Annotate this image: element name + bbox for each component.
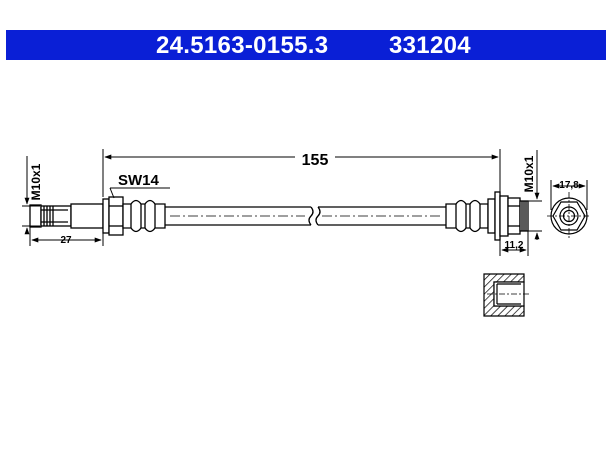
reference-number: 331204 — [389, 32, 471, 59]
port-section-view — [483, 273, 530, 317]
length-dimension — [102, 149, 501, 197]
fitting-length-dimension — [29, 227, 104, 246]
right-fitting — [487, 191, 529, 241]
wrench-size-leader — [109, 187, 170, 199]
left-crimp — [122, 199, 166, 233]
title-bar: 24.5163-0155.3 331204 — [6, 30, 606, 60]
length-label: 155 — [302, 152, 329, 169]
end-diameter-dimension — [550, 180, 588, 210]
end-diameter-label: 17,8 — [559, 180, 579, 191]
right-offset-dimension — [499, 231, 529, 256]
part-number: 24.5163-0155.3 — [156, 32, 329, 59]
left-thread-label: M10x1 — [29, 163, 43, 200]
wrench-size-label: SW14 — [118, 172, 160, 189]
right-thread-label: M10x1 — [522, 155, 536, 192]
end-view — [547, 192, 591, 240]
hose-body — [165, 206, 446, 226]
right-offset-label: 11,2 — [505, 240, 524, 251]
fitting-length-label: 27 — [60, 235, 72, 246]
right-thread-dimension — [524, 150, 542, 240]
right-crimp — [445, 199, 489, 233]
left-fitting — [29, 196, 124, 236]
left-thread-dimension — [22, 156, 40, 235]
